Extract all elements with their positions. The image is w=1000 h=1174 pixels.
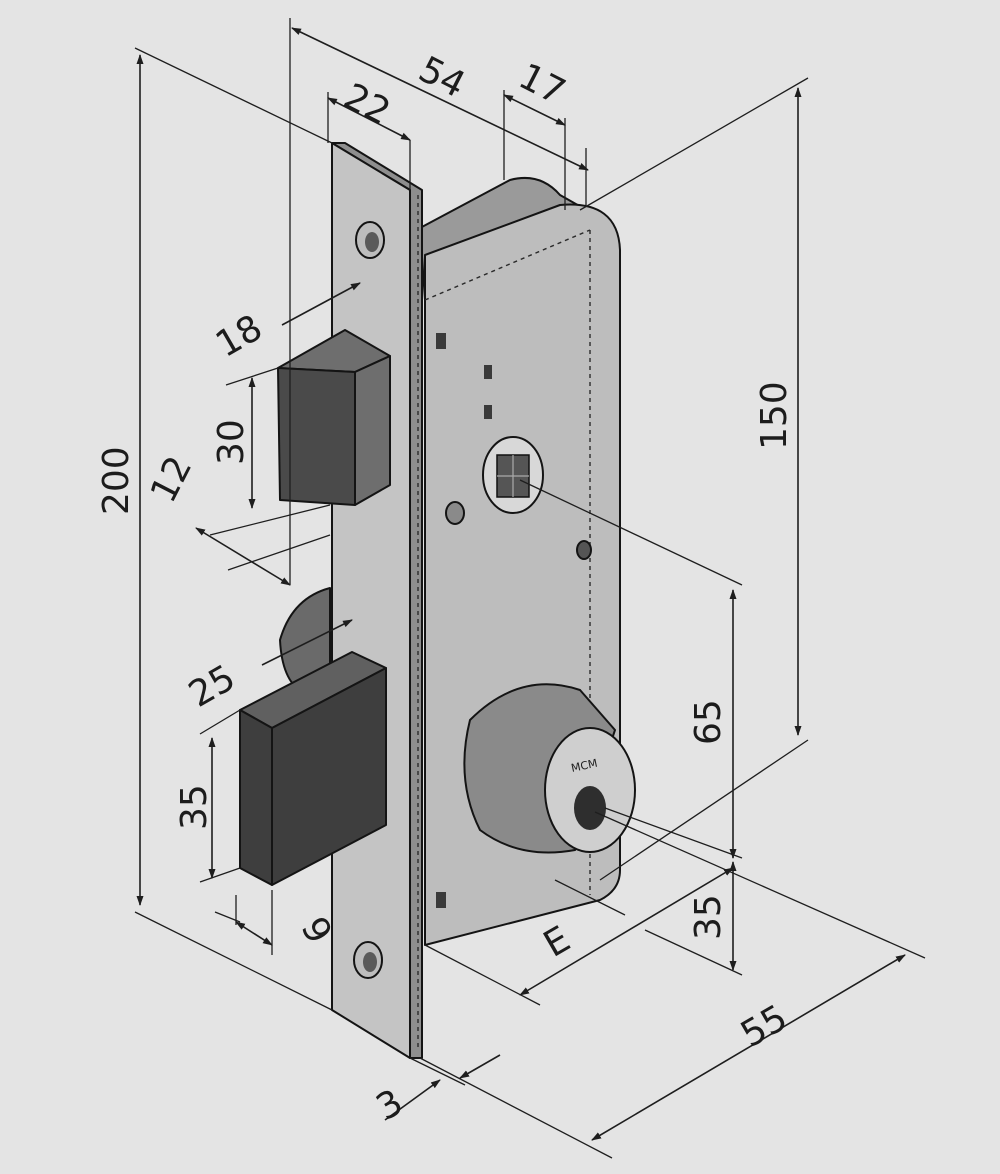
case-pin-2 — [576, 540, 592, 560]
dim-35-bolt: 35 — [174, 784, 215, 830]
case-slot-3 — [484, 405, 492, 419]
dim-65: 65 — [688, 699, 729, 745]
keyway — [574, 786, 606, 830]
case-slot-1 — [436, 333, 446, 349]
case-slot-2 — [484, 365, 492, 379]
dim-200: 200 — [96, 446, 137, 515]
screw-hole-top — [355, 221, 385, 259]
latch-bolt — [277, 329, 391, 506]
dim-150: 150 — [754, 381, 795, 450]
screw-hole-bottom — [353, 941, 383, 979]
follower-hub — [482, 436, 544, 514]
case-hidden-edge-top — [424, 229, 591, 301]
faceplate — [331, 142, 411, 1059]
latch-side — [354, 355, 391, 506]
brand-label: MCM — [570, 757, 599, 775]
dimension-lines — [134, 18, 926, 1159]
dim-30: 30 — [211, 419, 252, 465]
case-slot-4 — [436, 892, 446, 908]
dim-35-right: 35 — [688, 894, 729, 940]
case-pin-1 — [445, 501, 465, 525]
bolt-face — [239, 709, 273, 886]
lock-cylinder: MCM — [463, 683, 636, 854]
dead-bolt — [239, 651, 387, 886]
bolt-front — [271, 667, 387, 886]
